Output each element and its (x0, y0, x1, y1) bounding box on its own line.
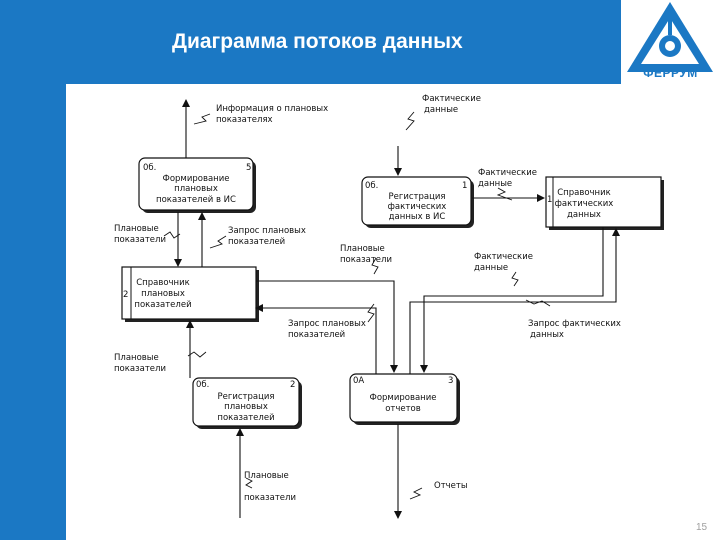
process-box-formirovanie-planovyh: 0б. 5 Формирование плановых показателей … (138, 157, 256, 213)
flow-label-line: Информация о плановых (216, 104, 328, 114)
triangle-logo-icon (627, 2, 713, 72)
store-label-line: данных (567, 210, 601, 220)
store-number: 1 (547, 195, 552, 205)
process-label-line: Регистрация (389, 192, 446, 202)
store-number: 2 (123, 290, 128, 300)
store-label-line: Справочник (557, 188, 611, 198)
flow-label-line: Плановые (114, 353, 159, 363)
data-store-spravochnik-planovyh: 2 Справочник плановых показателей (121, 266, 259, 322)
flow-label-line: Плановые (340, 244, 385, 254)
flow-label-line: Фактические (422, 94, 481, 104)
flow-label-line: показателях (216, 115, 273, 125)
store-label-line: плановых (141, 289, 185, 299)
flow-label-line: показателей (288, 330, 345, 340)
data-store-spravochnik-fakticheskih: 1 Справочник фактических данных (545, 176, 664, 230)
store-label-line: показателей (134, 300, 191, 310)
process-label-line: Формирование (163, 174, 230, 184)
process-id: 0А (353, 376, 364, 386)
slide-title: Диаграмма потоков данных (172, 30, 463, 53)
flow-label-line: показатели (244, 493, 296, 503)
process-box-formirovanie-otchetov: 0А 3 Формирование отчетов (349, 373, 460, 425)
process-id: 0б. (365, 181, 378, 191)
process-id: 0б. (143, 163, 156, 173)
process-label-line: Регистрация (218, 392, 275, 402)
flow-label-line: показателей (228, 237, 285, 247)
process-number: 5 (246, 163, 251, 173)
sidebar-bar (0, 84, 66, 540)
flow-label-line: Фактические (474, 252, 533, 262)
flow-label-line: данных (530, 330, 564, 340)
process-number: 2 (290, 380, 295, 390)
process-label-line: фактических (388, 202, 447, 212)
flow-label-line: показатели (340, 255, 392, 265)
label-squiggles (163, 111, 551, 500)
process-label-line: плановых (224, 402, 268, 412)
flow-lines (174, 99, 620, 519)
process-label-line: данных в ИС (389, 212, 446, 222)
flow-label-line: Отчеты (434, 481, 468, 491)
store-label-line: фактических (555, 199, 614, 209)
process-box-registraciya-planovyh: 0б. 2 Регистрация плановых показателей (192, 377, 302, 429)
flow-label-line: Фактические (478, 168, 537, 178)
flow-label-line: Запрос плановых (228, 226, 306, 236)
flow-labels: Информация о плановых показателях Фактич… (114, 94, 621, 503)
flow-label-line: Запрос плановых (288, 319, 366, 329)
process-label-line: Формирование (370, 393, 437, 403)
flow-label-line: Плановые (114, 224, 159, 234)
flow-label-line: данные (474, 263, 508, 273)
process-number: 3 (448, 376, 453, 386)
process-label-line: плановых (174, 184, 218, 194)
flow-label-line: данные (478, 179, 512, 189)
flow-label-line: показатели (114, 364, 166, 374)
flow-label-line: Запрос фактических (528, 319, 621, 329)
process-box-registraciya-fakticheskih: 0б. 1 Регистрация фактических данных в И… (361, 176, 474, 228)
flow-label-line: показатели (114, 235, 166, 245)
header-bar (0, 0, 720, 84)
flow-label-line: Плановые (244, 471, 289, 481)
store-label-line: Справочник (136, 278, 190, 288)
logo-text: ФЕРРУМ (643, 66, 698, 80)
process-label-line: отчетов (385, 404, 421, 414)
process-id: 0б. (196, 380, 209, 390)
process-number: 1 (462, 181, 467, 191)
process-label-line: показателей в ИС (156, 195, 236, 205)
logo: ФЕРРУМ (621, 0, 720, 84)
flow-label-line: данные (424, 105, 458, 115)
page-number: 15 (696, 522, 708, 533)
process-label-line: показателей (217, 413, 274, 423)
data-flow-diagram: 0б. 5 Формирование плановых показателей … (114, 94, 664, 519)
